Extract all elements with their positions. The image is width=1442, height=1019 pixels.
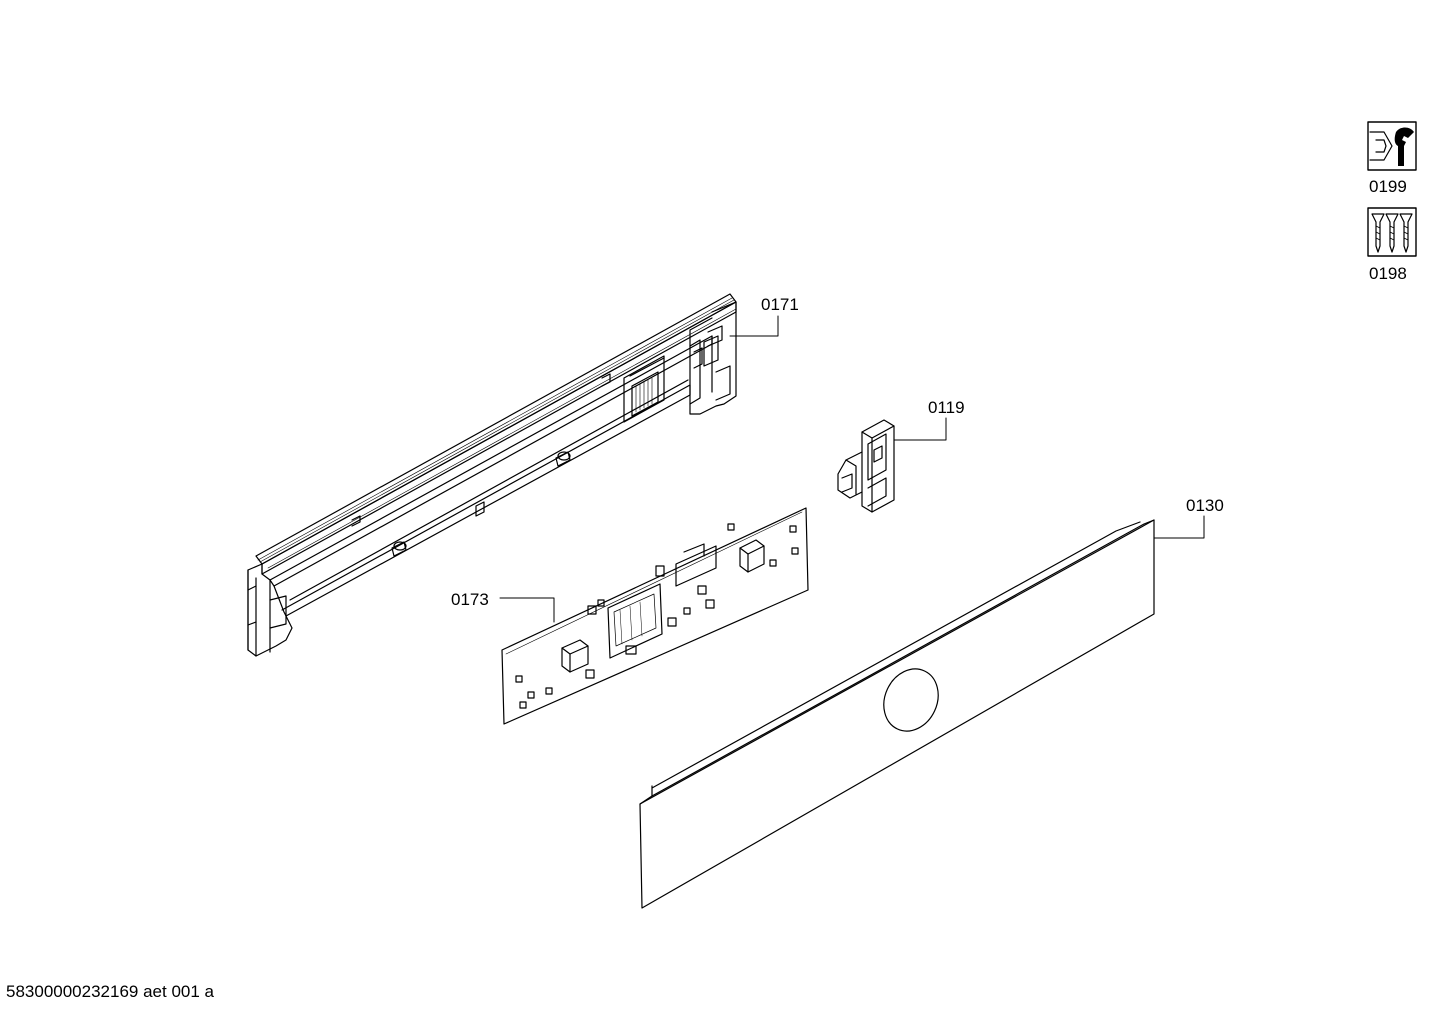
part-0119-bracket[interactable] [837, 419, 895, 513]
part-0130-label: 0130 [1186, 496, 1224, 515]
accessory-0199-label: 0199 [1369, 177, 1407, 196]
wrench-nut-icon[interactable] [1367, 121, 1417, 171]
part-0173-label: 0173 [451, 590, 489, 609]
part-0171-panel-frame[interactable] [247, 293, 737, 657]
part-0119-label: 0119 [928, 398, 965, 417]
screws-icon[interactable] [1367, 207, 1417, 257]
accessory-0198-label: 0198 [1369, 264, 1407, 283]
part-0130-front-panel[interactable] [639, 519, 1155, 909]
document-code: 58300000232169 aet 001 a [6, 982, 214, 1001]
part-0171-label: 0171 [761, 295, 799, 314]
part-0173-circuit-board[interactable] [501, 507, 809, 725]
